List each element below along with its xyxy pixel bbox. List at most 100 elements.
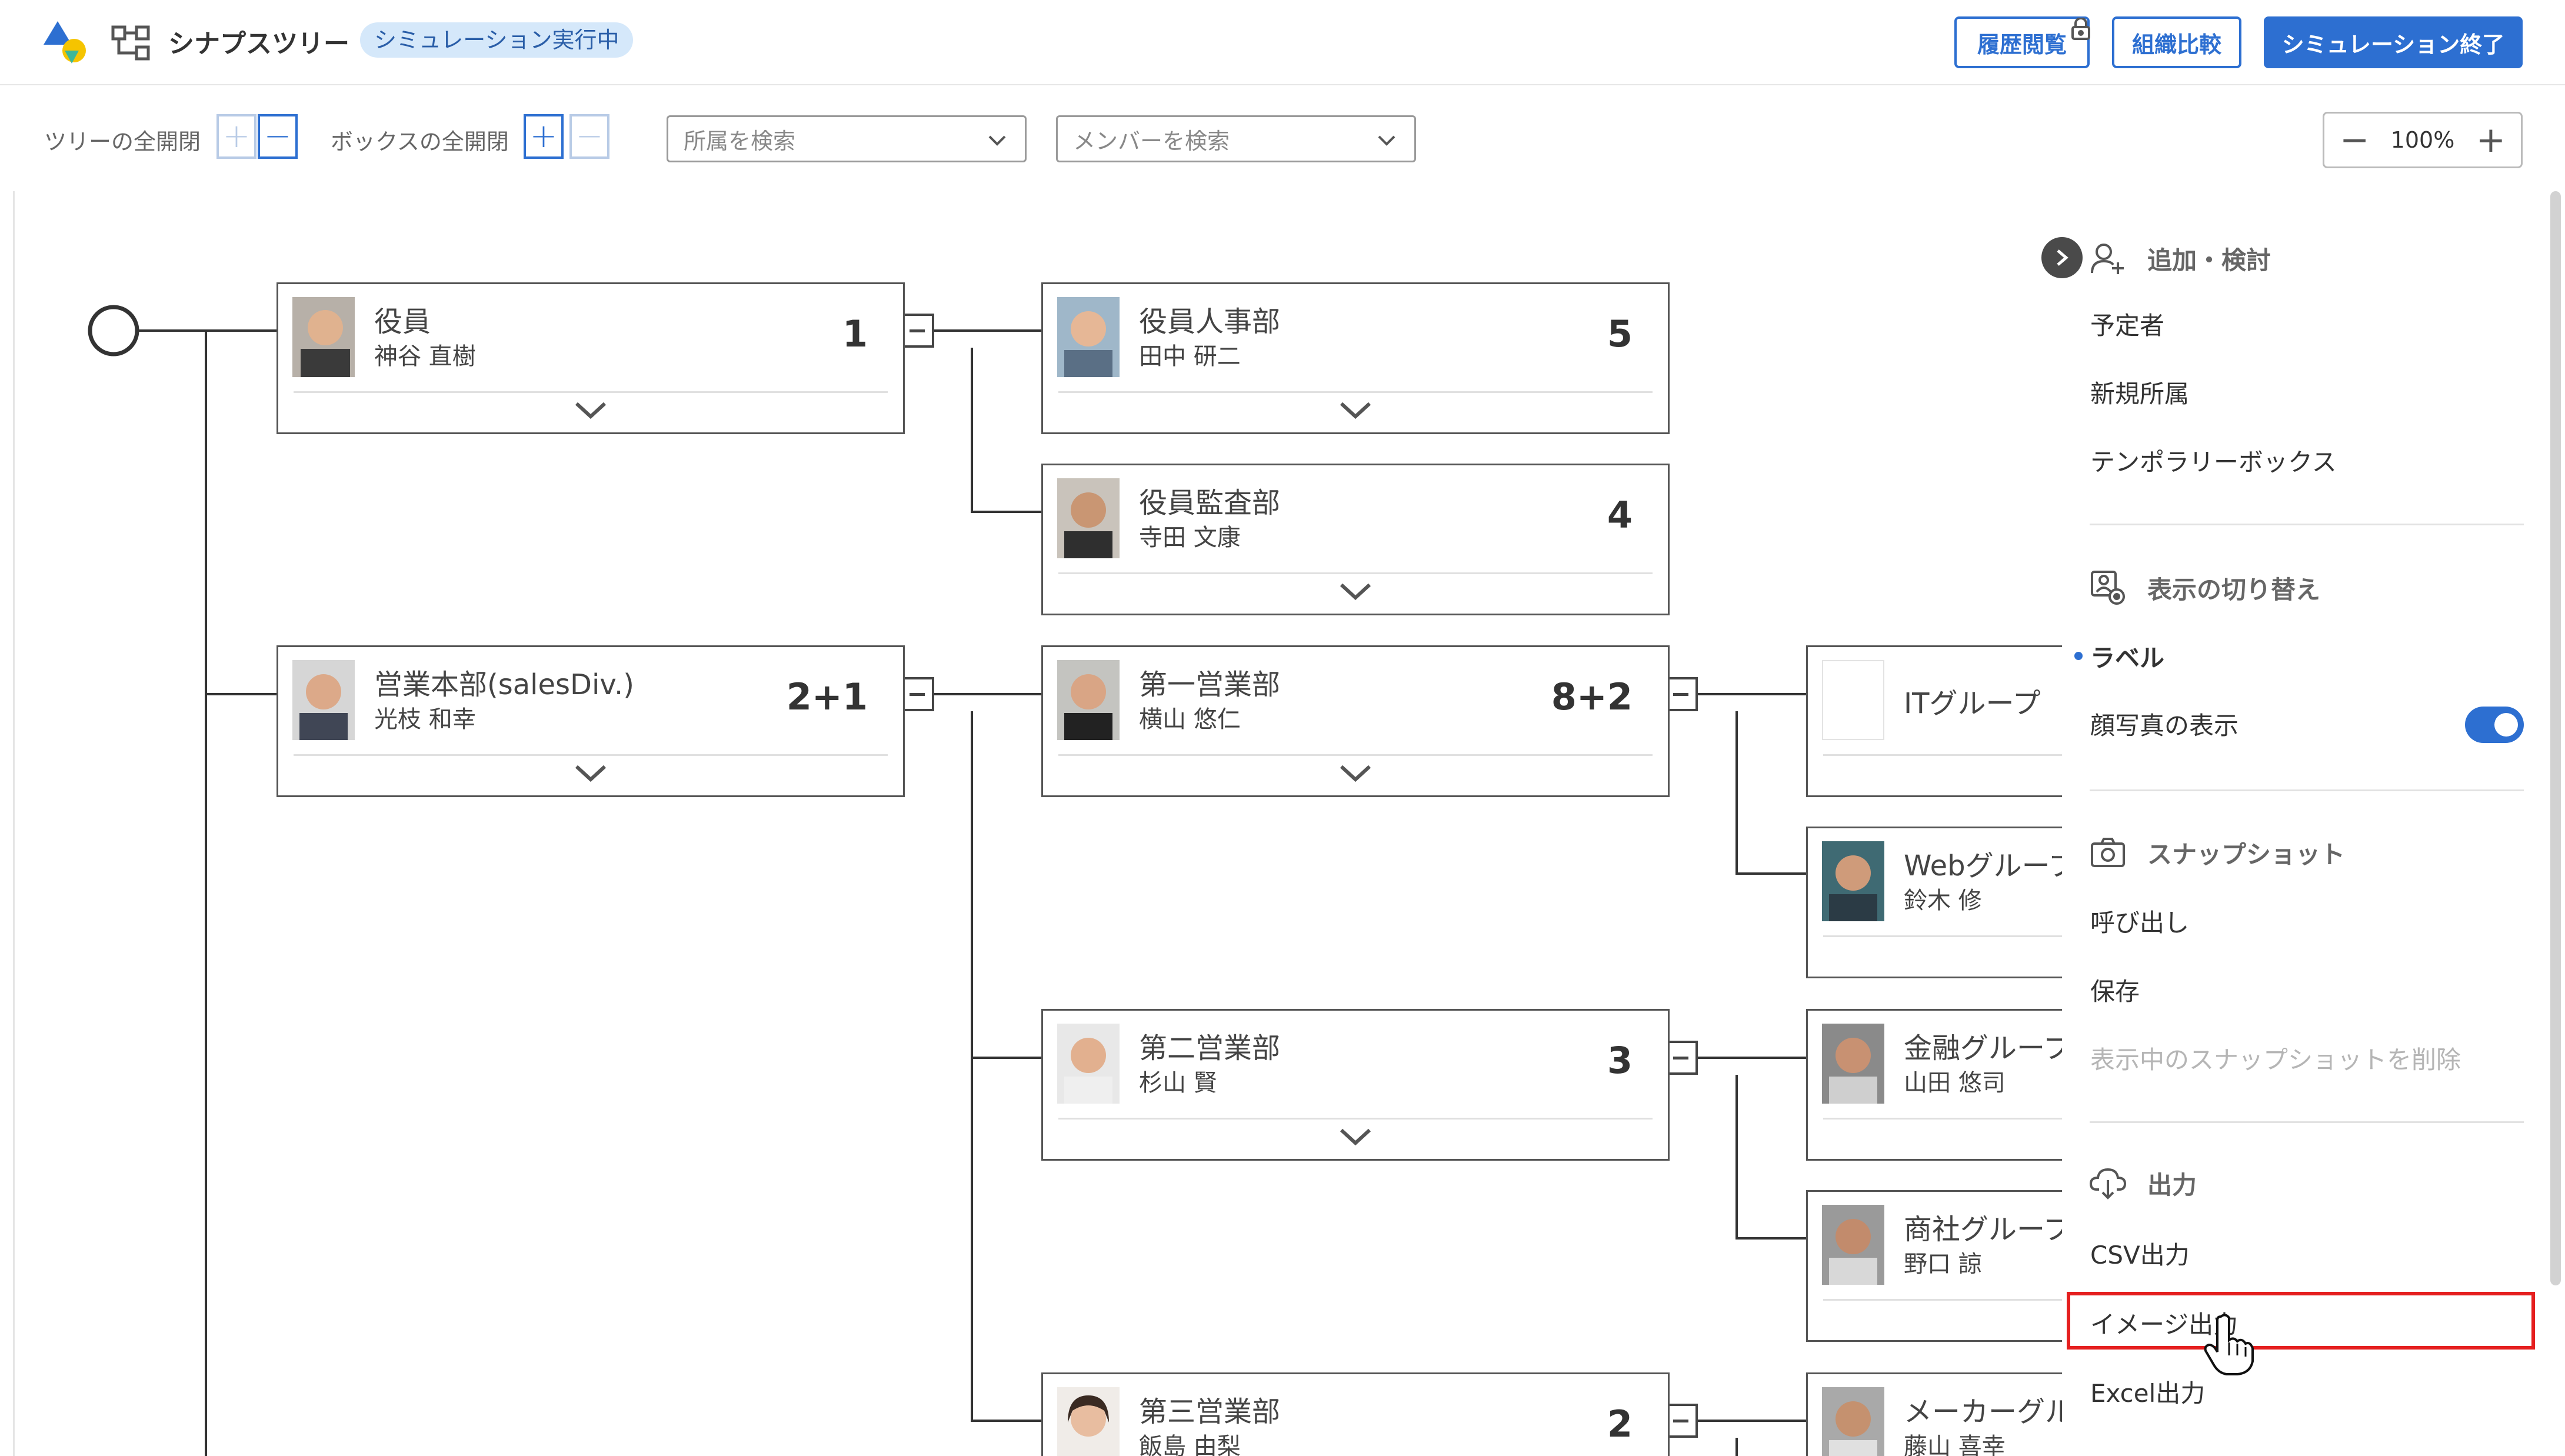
box-expand-all-button[interactable]: +: [524, 114, 564, 159]
panel-item-snapshot-load[interactable]: 呼び出し: [2090, 908, 2190, 937]
box-toggle-label: ボックスの全開閉: [331, 129, 509, 155]
add-section-title: 追加・検討: [2147, 245, 2271, 275]
panel-item-temporary-box[interactable]: テンポラリーボックス: [2090, 448, 2337, 477]
panel-scrollbar[interactable]: [2550, 191, 2561, 1285]
zoom-level: 100%: [2390, 127, 2455, 153]
manager-name: 藤山 喜幸: [1904, 1433, 2006, 1456]
org-node[interactable]: 第一営業部 横山 悠仁 8+2: [1041, 645, 1670, 797]
department-search-placeholder: 所属を検索: [684, 128, 796, 154]
box-collapse-all-button[interactable]: −: [569, 114, 609, 159]
avatar: [1822, 1024, 1884, 1104]
department-name: 第二営業部: [1139, 1032, 1281, 1065]
history-button[interactable]: 履歴閲覧: [1954, 16, 2090, 68]
org-node[interactable]: 役員人事部 田中 研二 5: [1041, 282, 1670, 434]
panel-divider: [2090, 524, 2524, 525]
display-toggle-icon: [2091, 571, 2125, 605]
org-node[interactable]: ITグループ: [1806, 645, 2072, 797]
org-node[interactable]: 第三営業部 飯島 由梨 2: [1041, 1372, 1670, 1456]
chevron-down-icon[interactable]: [1338, 580, 1373, 601]
avatar: [1822, 841, 1884, 921]
panel-item-planned-member[interactable]: 予定者: [2090, 311, 2165, 340]
add-user-icon: [2091, 244, 2124, 274]
zoom-in-button[interactable]: +: [2476, 119, 2506, 161]
department-search-select[interactable]: 所属を検索: [667, 115, 1027, 162]
avatar: [292, 297, 355, 377]
panel-divider: [2090, 1121, 2524, 1123]
org-node[interactable]: 第二営業部 杉山 賢 3: [1041, 1009, 1670, 1161]
org-node[interactable]: 役員 神谷 直樹 1: [277, 282, 905, 434]
avatar: [1057, 1024, 1120, 1104]
cloud-download-icon: [2090, 1168, 2126, 1200]
department-name: Webグループ: [1904, 849, 2072, 882]
panel-item-csv-export[interactable]: CSV出力: [2090, 1241, 2190, 1270]
photo-display-toggle[interactable]: [2465, 707, 2524, 743]
output-section-header: 出力: [2090, 1165, 2197, 1201]
department-name: 商社グループ: [1904, 1213, 2072, 1246]
panel-item-snapshot-save[interactable]: 保存: [2090, 977, 2140, 1006]
org-node[interactable]: 商社グループ 野口 諒: [1806, 1190, 2072, 1342]
panel-item-label-mode[interactable]: ラベル: [2090, 644, 2165, 672]
department-name: 役員: [374, 305, 431, 338]
tree-toggle-label: ツリーの全開閉: [44, 129, 201, 155]
manager-name: 飯島 由梨: [1139, 1433, 1241, 1456]
tree-collapse-all-button[interactable]: −: [258, 114, 298, 159]
department-name: 金融グループ: [1904, 1032, 2072, 1065]
chevron-down-icon[interactable]: [1338, 1125, 1373, 1147]
chevron-down-icon[interactable]: [573, 762, 608, 783]
output-section-title: 出力: [2147, 1170, 2197, 1200]
compare-button[interactable]: 組織比較: [2112, 16, 2241, 68]
selected-indicator: [2074, 652, 2083, 660]
manager-name: 山田 悠司: [1904, 1069, 2006, 1097]
display-section-header: 表示の切り替え: [2090, 569, 2320, 606]
manager-name: 神谷 直樹: [374, 343, 476, 370]
member-count: 1: [842, 312, 868, 355]
logo-icon: [41, 19, 94, 66]
avatar: [1822, 1387, 1884, 1456]
tree-expand-all-button[interactable]: +: [216, 114, 256, 159]
collapse-toggle[interactable]: [900, 677, 934, 711]
department-name: 営業本部(salesDiv.): [374, 668, 634, 701]
chevron-down-icon[interactable]: [1338, 762, 1373, 783]
side-panel: [2062, 191, 2565, 1456]
department-name: メーカーグループ: [1904, 1395, 2072, 1428]
divider: [1058, 1118, 1653, 1120]
manager-name: 田中 研二: [1139, 343, 1241, 370]
chevron-down-icon[interactable]: [1338, 399, 1373, 420]
simulation-status-badge: シミュレーション実行中: [360, 22, 634, 58]
org-node[interactable]: 営業本部(salesDiv.) 光枝 和幸 2+1: [277, 645, 905, 797]
org-node[interactable]: 金融グループ 山田 悠司: [1806, 1009, 2072, 1161]
divider: [1058, 572, 1653, 574]
avatar: [292, 660, 355, 740]
department-name: 第三営業部: [1139, 1395, 1281, 1428]
org-node[interactable]: メーカーグループ 藤山 喜幸: [1806, 1372, 2072, 1456]
org-tree-canvas[interactable]: 役員 神谷 直樹 1 役員人事部 田中 研二 5 役員監査部 寺田 文康 4 営…: [13, 191, 2072, 1456]
org-node[interactable]: Webグループ 鈴木 修: [1806, 827, 2072, 978]
end-simulation-button[interactable]: シミュレーション終了: [2264, 16, 2523, 68]
department-name: 役員監査部: [1139, 487, 1281, 519]
manager-name: 寺田 文康: [1139, 524, 1241, 551]
snapshot-section-title: スナップショット: [2147, 839, 2346, 869]
manager-name: 光枝 和幸: [374, 706, 476, 733]
add-section-header: 追加・検討: [2090, 240, 2271, 276]
panel-item-image-export[interactable]: イメージ出力: [2090, 1310, 2238, 1339]
chevron-right-icon: [2057, 249, 2068, 266]
panel-item-new-department[interactable]: 新規所属: [2090, 379, 2190, 408]
panel-item-excel-export[interactable]: Excel出力: [2090, 1379, 2206, 1408]
org-node[interactable]: 役員監査部 寺田 文康 4: [1041, 464, 1670, 615]
lock-icon: [2070, 18, 2092, 41]
member-count: 8+2: [1551, 675, 1633, 718]
divider: [1058, 754, 1653, 756]
app-header: シナプスツリー シミュレーション実行中 履歴閲覧 組織比較 シミュレーション終了: [0, 0, 2565, 85]
avatar: [1822, 1205, 1884, 1285]
photo-display-label: 顔写真の表示: [2090, 711, 2239, 740]
collapse-toggle[interactable]: [900, 314, 934, 348]
avatar: [1057, 660, 1120, 740]
zoom-out-button[interactable]: −: [2340, 119, 2370, 161]
highlight-box: [2067, 1292, 2535, 1350]
chevron-down-icon[interactable]: [573, 399, 608, 420]
hand-cursor-icon: [2203, 1312, 2256, 1377]
department-name: ITグループ: [1904, 687, 2041, 720]
member-search-select[interactable]: メンバーを検索: [1056, 115, 1416, 162]
camera-icon: [2091, 838, 2125, 867]
panel-collapse-button[interactable]: [2041, 237, 2083, 278]
